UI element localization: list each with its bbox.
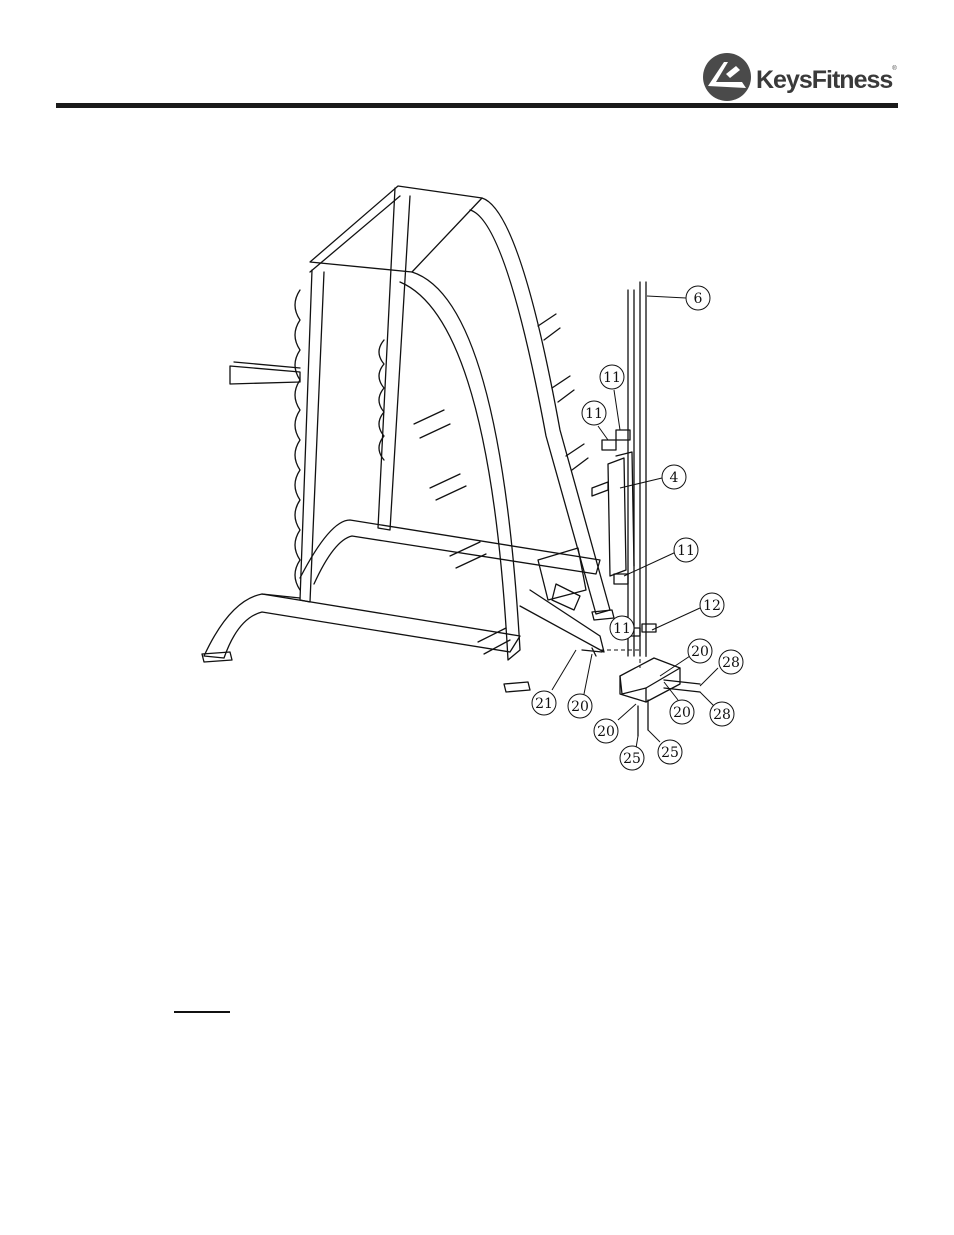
callout-20: 20 [691, 644, 709, 660]
callout-21: 21 [535, 696, 553, 712]
callout-4: 4 [670, 470, 679, 486]
callout-20: 20 [571, 699, 589, 715]
front-arch-leg [400, 272, 520, 660]
callout-11: 11 [677, 543, 695, 559]
callout-6: 6 [694, 291, 703, 307]
ladder-hooks-right [379, 340, 384, 460]
callout-11: 11 [613, 621, 631, 637]
callout-25: 25 [661, 745, 679, 761]
callout-28: 28 [722, 655, 740, 671]
callout-25: 25 [623, 751, 641, 767]
pivot-bracket [538, 548, 586, 600]
callout-20: 20 [673, 705, 691, 721]
callout-11: 11 [603, 370, 621, 386]
callout-28: 28 [713, 707, 731, 723]
foot-front-right [504, 682, 530, 692]
carriage-4 [608, 458, 626, 576]
front-upright-left [378, 188, 410, 530]
callout-11: 11 [585, 406, 603, 422]
bolt-25 [638, 700, 648, 736]
ladder-hooks-left [295, 290, 300, 590]
note-underline [174, 1011, 230, 1013]
callout-20: 20 [597, 724, 615, 740]
rear-upright-left [300, 270, 324, 602]
guide-rod-6 [628, 290, 634, 656]
callout-12: 12 [703, 598, 721, 614]
assembly-diagram: 6 11 11 4 11 12 11 20 28 21 20 20 28 20 … [0, 0, 954, 800]
base-bow [204, 594, 520, 658]
spotter-arm [230, 366, 300, 384]
